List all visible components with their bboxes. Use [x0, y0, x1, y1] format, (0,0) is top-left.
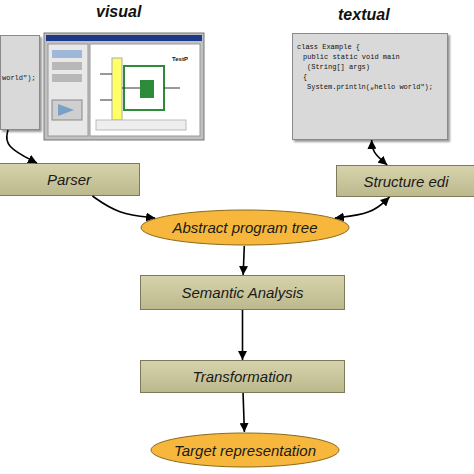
window-title: TestP — [172, 56, 188, 62]
flow-arrow — [92, 196, 155, 218]
flow-arrow — [242, 310, 244, 360]
yellow-block — [112, 58, 122, 120]
status-bar — [96, 120, 186, 130]
ellipse-shape — [151, 433, 339, 467]
palette-item — [52, 74, 82, 82]
process-box: Structure edi — [336, 165, 474, 197]
process-box: Semantic Analysis — [140, 275, 345, 310]
process-box: Transformation — [140, 360, 345, 393]
flow-arrow — [243, 393, 244, 432]
ellipse-shape — [141, 210, 349, 245]
node-label: Parser — [47, 171, 91, 188]
code-line: System.println(„hello world"); — [297, 82, 443, 92]
title-bar — [46, 35, 202, 41]
flow-arrow — [7, 130, 37, 163]
palette-item — [52, 100, 82, 120]
palette-icon — [58, 104, 74, 116]
code-line: world"); — [2, 74, 39, 82]
node-label: Target representation — [174, 442, 316, 459]
flow-arrow — [372, 140, 388, 165]
node-label: Transformation — [193, 368, 293, 385]
code-window: world"); — [0, 35, 40, 130]
node-label: Abstract program tree — [172, 219, 317, 236]
code-line: class Example { — [297, 42, 443, 52]
palette-item — [52, 62, 82, 70]
data-ellipse: Abstract program tree — [140, 209, 350, 246]
process-box: Parser — [0, 163, 140, 196]
wire — [100, 74, 180, 100]
code-line: public static void main — [297, 52, 443, 62]
section-heading: visual — [96, 3, 141, 21]
code-window: class Example {public static void main(S… — [292, 33, 448, 140]
window-frame — [44, 33, 204, 140]
palette-panel — [48, 44, 88, 136]
data-ellipse: Target representation — [150, 432, 340, 468]
flow-arrow — [243, 246, 244, 275]
node-label: Structure edi — [363, 173, 448, 190]
flow-arrow — [335, 197, 390, 218]
section-heading: textual — [338, 6, 390, 24]
code-line: { — [297, 72, 443, 82]
code-line: (String[] args) — [297, 62, 443, 72]
canvas-panel — [90, 44, 200, 136]
palette-item — [52, 50, 82, 58]
node-label: Semantic Analysis — [182, 284, 304, 301]
green-block — [140, 80, 154, 98]
